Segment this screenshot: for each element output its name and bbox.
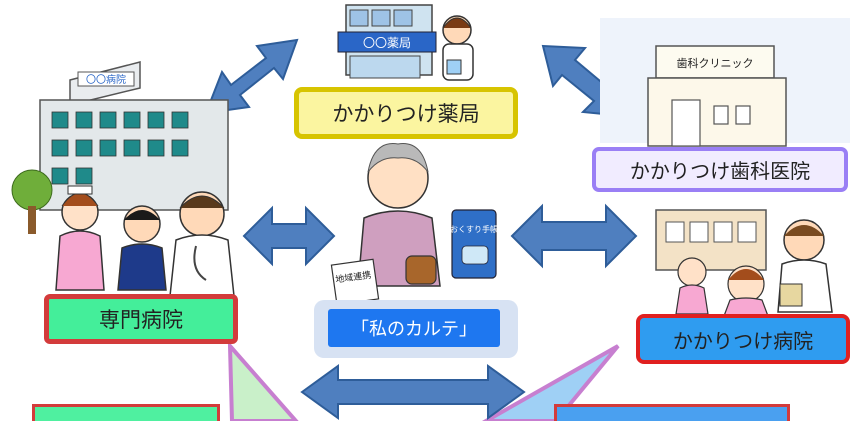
patient-icon: 地域連携 bbox=[330, 143, 441, 306]
clinic-building-icon bbox=[655, 209, 767, 271]
family-doctor-icon bbox=[777, 219, 833, 313]
dental-clinic-label: かかりつけ歯科医院 bbox=[592, 147, 848, 192]
pharmacy-label: かかりつけ薬局 bbox=[294, 87, 518, 139]
tree-icon bbox=[11, 169, 53, 234]
special-hospital-label-text: 専門病院 bbox=[99, 308, 183, 332]
pharmacy-label-text: かかりつけ薬局 bbox=[332, 102, 480, 126]
nurses-icon bbox=[675, 257, 769, 317]
arrow-special-patient bbox=[242, 205, 336, 267]
medicine-notebook-icon: おくすり手帳 bbox=[450, 209, 498, 279]
nurse-icon bbox=[55, 185, 105, 291]
family-hospital-label-text: かかりつけ病院 bbox=[672, 328, 814, 353]
svg-text:〇〇病院: 〇〇病院 bbox=[86, 73, 126, 86]
left-callout-shape bbox=[227, 340, 299, 421]
pharmacist-icon bbox=[442, 15, 474, 81]
my-karte-label-text: 「私のカルテ」 bbox=[328, 309, 500, 347]
family-hospital-label: かかりつけ病院 bbox=[636, 314, 850, 364]
special-hospital-label: 専門病院 bbox=[44, 294, 238, 344]
arrow-bottom bbox=[300, 364, 526, 420]
right-callout-shape bbox=[481, 344, 620, 421]
pharmacy-building-icon: 〇〇薬局 bbox=[337, 4, 437, 79]
bottom-right-box bbox=[554, 404, 790, 421]
arrow-patient-hospital bbox=[510, 203, 638, 269]
dental-clinic-icon: 歯科クリニック bbox=[600, 18, 850, 147]
arrow-pharmacy-special bbox=[204, 38, 299, 115]
bottom-left-box bbox=[32, 404, 220, 421]
svg-text:おくすり手帳: おくすり手帳 bbox=[450, 224, 498, 234]
dental-clinic-label-text: かかりつけ歯科医院 bbox=[629, 159, 811, 183]
svg-text:歯科クリニック: 歯科クリニック bbox=[677, 56, 754, 70]
doctor-icon bbox=[117, 191, 235, 297]
my-karte-label: 「私のカルテ」 bbox=[314, 300, 518, 358]
svg-text:〇〇薬局: 〇〇薬局 bbox=[363, 36, 411, 50]
